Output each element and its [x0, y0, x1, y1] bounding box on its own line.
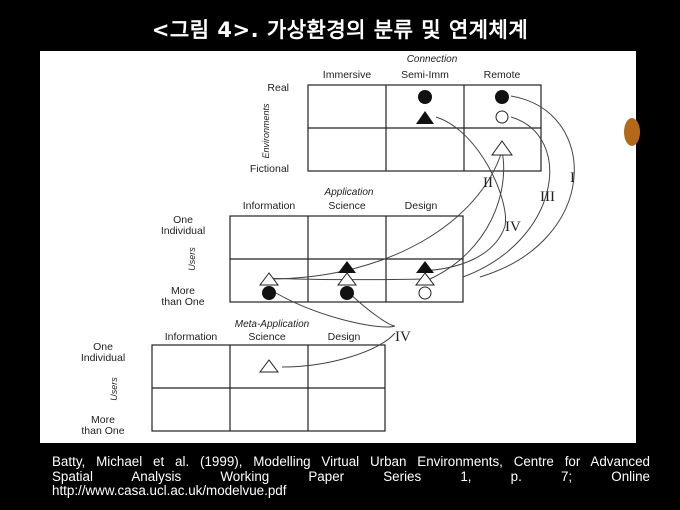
open-triangle-icon: [259, 359, 279, 373]
citation-line-1: Batty, Michael et al. (1999), Modelling …: [52, 454, 650, 469]
label-iv-upper: IV: [505, 219, 521, 235]
bottom-grid: [151, 344, 386, 432]
top-col-immersive: Immersive: [323, 69, 372, 81]
middle-axis-label: Users: [187, 247, 197, 271]
middle-row-one-line1: One: [173, 214, 193, 226]
curve-i: [479, 95, 575, 278]
open-circle-icon: [495, 110, 509, 124]
curve-iv-lower-a: [267, 287, 396, 328]
middle-grid: [229, 215, 464, 303]
middle-row-more-line1: More: [171, 285, 195, 297]
filled-triangle-icon: [416, 111, 434, 124]
filled-circle-icon: [495, 90, 509, 104]
filled-circle-icon: [340, 286, 354, 300]
middle-col-science: Science: [328, 200, 366, 212]
curve-iv-lower-c: [281, 332, 396, 368]
open-circle-icon: [418, 286, 432, 300]
accent-dot: [624, 118, 640, 146]
middle-header: Application: [324, 187, 374, 198]
citation: Batty, Michael et al. (1999), Modelling …: [52, 454, 650, 499]
open-triangle-icon: [491, 140, 513, 156]
open-triangle-icon: [337, 272, 357, 286]
top-col-semi-imm: Semi-Imm: [401, 69, 449, 81]
filled-triangle-icon: [416, 261, 434, 273]
top-grid: [307, 84, 542, 172]
bottom-col-information: Information: [165, 331, 218, 343]
middle-col-design: Design: [405, 200, 438, 212]
middle-symbols: [259, 261, 435, 300]
filled-triangle-icon: [338, 261, 356, 273]
curve-ii: [421, 116, 507, 272]
label-ii: II: [483, 175, 493, 191]
filled-circle-icon: [262, 286, 276, 300]
slide-title: <그림 4>. 가상환경의 분류 및 연계체계: [151, 18, 529, 42]
top-row-real: Real: [267, 82, 289, 94]
bottom-header: Meta-Application: [235, 319, 310, 330]
middle-col-information: Information: [243, 200, 296, 212]
bottom-row-one-line1: One: [93, 341, 113, 353]
label-i: I: [570, 170, 575, 186]
curve-iii: [462, 116, 551, 278]
top-header: Connection: [407, 54, 458, 65]
middle-row-more-line2: than One: [161, 296, 204, 308]
middle-row-one-line2: Individual: [161, 225, 205, 237]
citation-line-3: http://www.casa.ucl.ac.uk/modelvue.pdf: [52, 483, 287, 498]
bottom-axis-label: Users: [109, 377, 119, 401]
curve-iv-upper-b: [267, 150, 503, 280]
label-iii: III: [540, 189, 555, 205]
top-col-remote: Remote: [484, 69, 521, 81]
top-row-fictional: Fictional: [250, 163, 289, 175]
bottom-row-more-line1: More: [91, 414, 115, 426]
citation-line-2: Spatial Analysis Working Paper Series 1,…: [52, 468, 650, 484]
top-axis-label: Environments: [261, 103, 271, 159]
open-triangle-icon: [415, 272, 435, 286]
label-iv-lower: IV: [395, 329, 411, 345]
top-symbols: [416, 90, 513, 156]
bottom-col-design: Design: [328, 331, 361, 343]
classification-diagram: Connection Immersive Semi-Imm Remote Rea…: [81, 54, 575, 437]
bottom-row-one-line2: Individual: [81, 352, 125, 364]
figure-panel: Connection Immersive Semi-Imm Remote Rea…: [40, 51, 636, 443]
curve-iv-lower-b: [346, 290, 396, 327]
bottom-col-science: Science: [248, 331, 286, 343]
bottom-row-more-line2: than One: [81, 425, 124, 437]
connection-curves: [264, 95, 575, 368]
bottom-symbols: [259, 359, 279, 373]
filled-circle-icon: [418, 90, 432, 104]
curve-iv-upper-a: [429, 150, 505, 280]
open-triangle-icon: [259, 272, 279, 286]
